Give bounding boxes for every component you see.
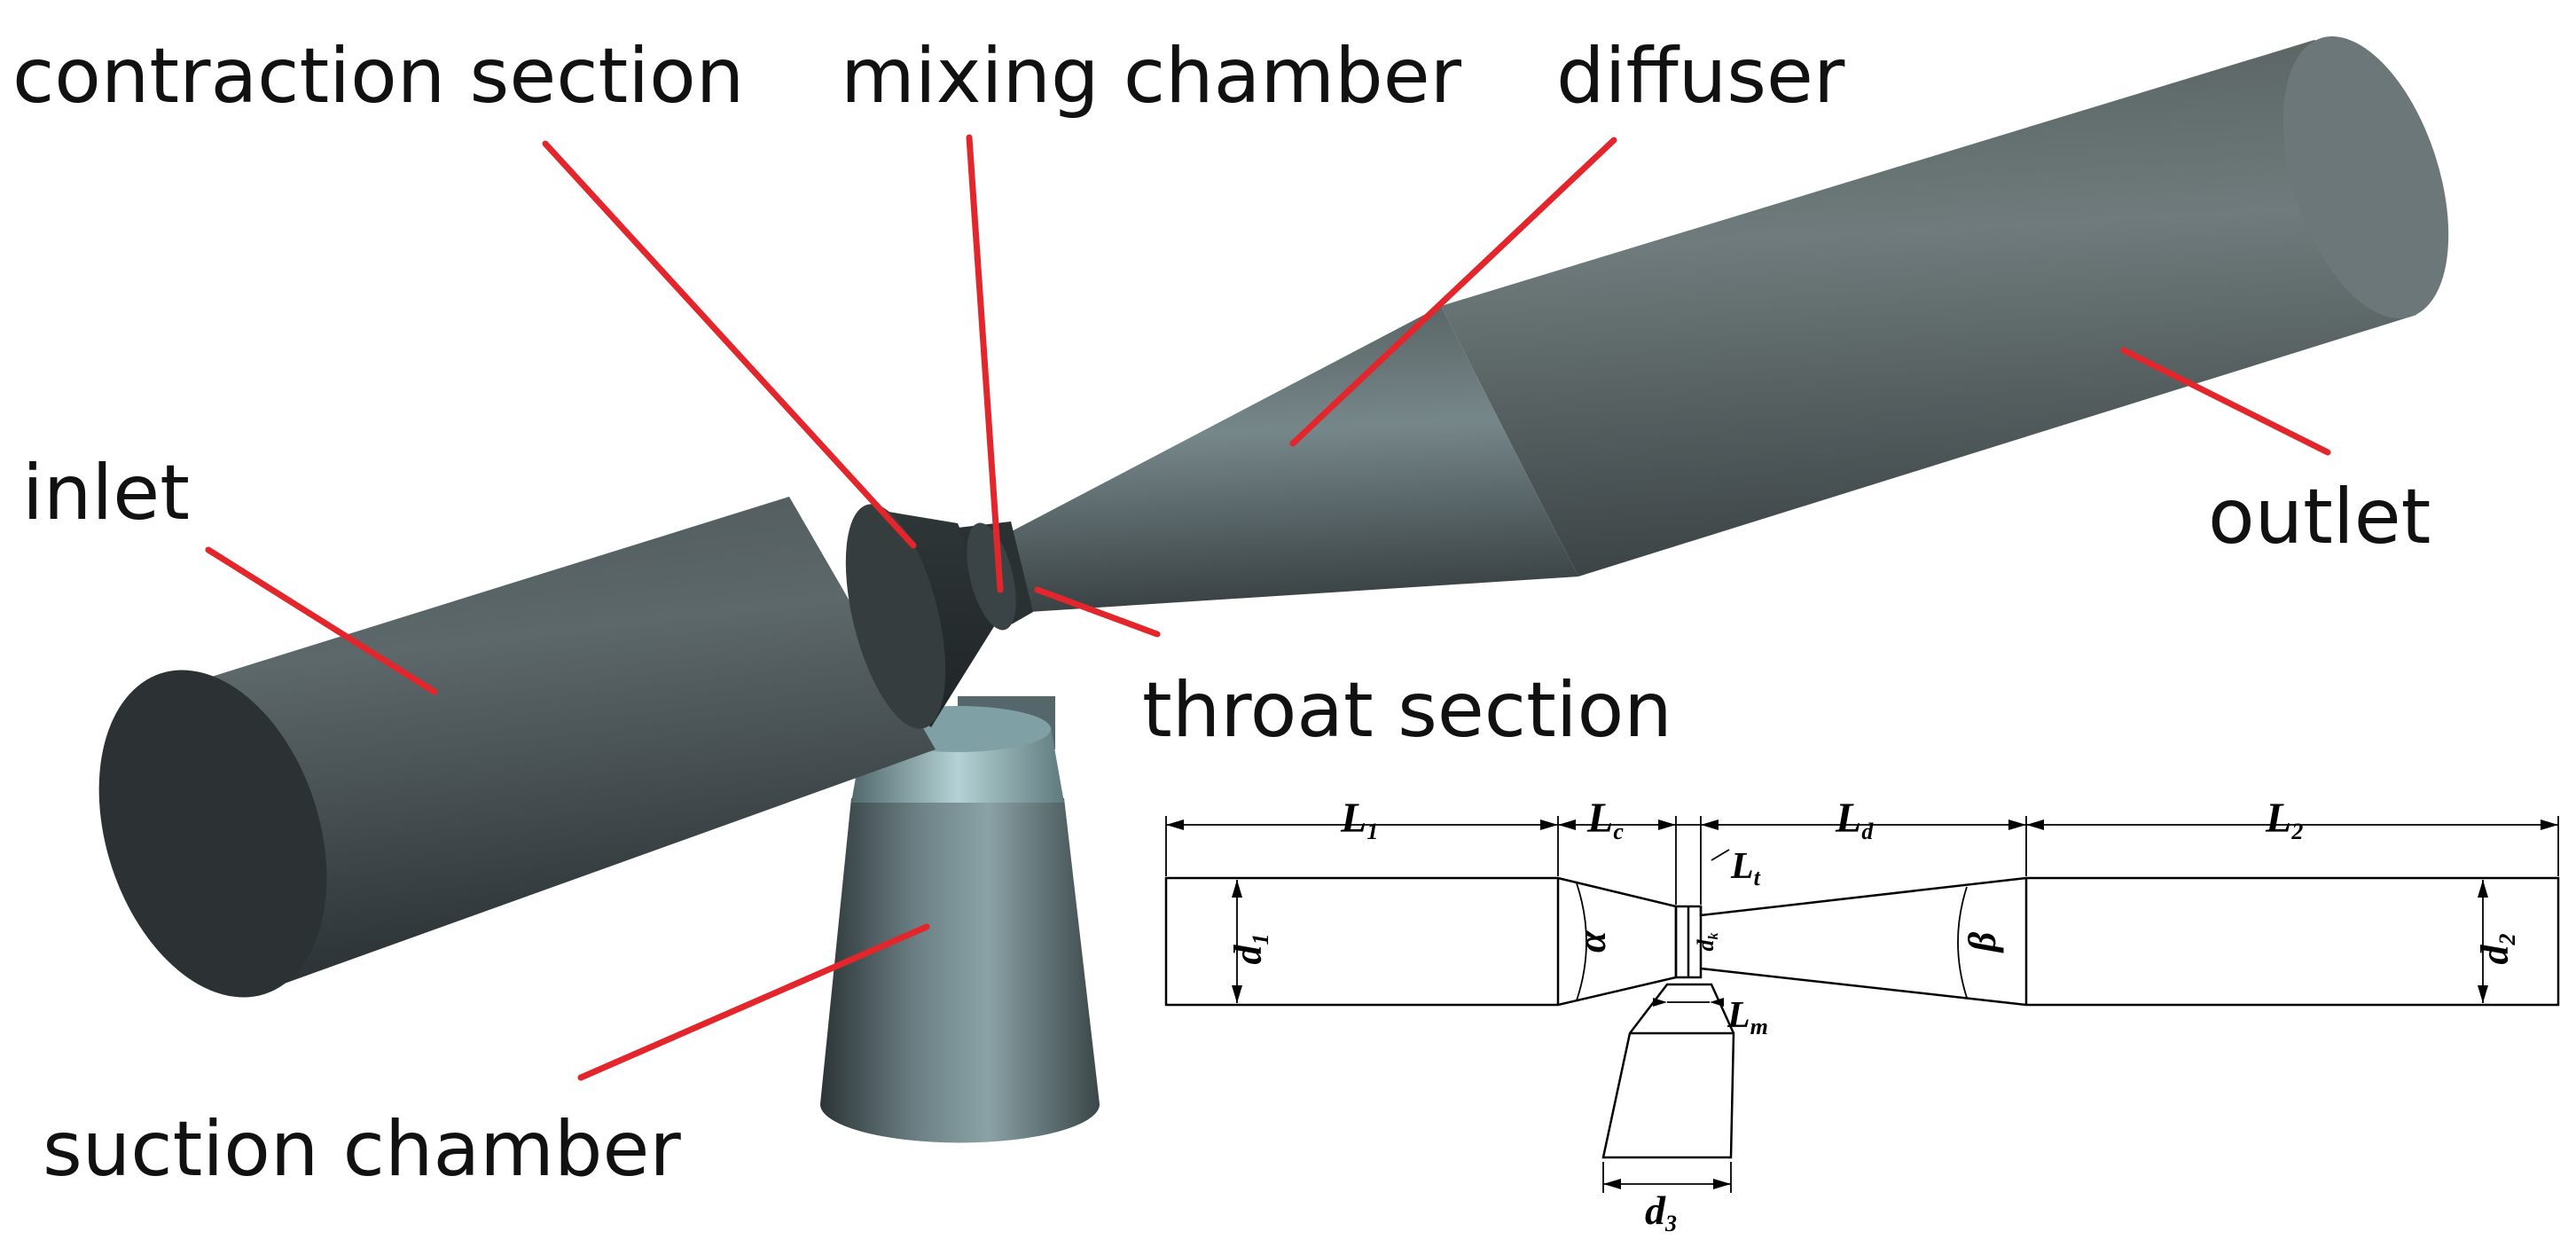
dim-d1-sub: 1 [1248, 934, 1273, 945]
dim-beta: β [1961, 931, 2004, 953]
dim-Lm: Lm [1726, 995, 1768, 1039]
outlet-pipe [1441, 36, 2449, 576]
dim-Lm-sub: m [1750, 1014, 1768, 1039]
leader-throat [1034, 586, 1161, 638]
label-mixing-chamber: mixing chamber [841, 32, 1462, 121]
leader-mixing [966, 134, 1004, 593]
schematic-suction [1601, 983, 1735, 1159]
dim-L2: L2 [2265, 795, 2303, 844]
dim-dk-base: d [1693, 939, 1719, 952]
label-throat-section: throat section [1142, 666, 1672, 755]
dim-Lc-base: L [1586, 795, 1613, 842]
arrow [1710, 998, 1724, 1007]
arrow [1540, 819, 1558, 830]
dim-L1-base: L [1340, 795, 1366, 842]
leader-inlet [205, 546, 438, 695]
dim-Lm-base: L [1726, 995, 1750, 1036]
label-contraction-section: contraction section [12, 32, 744, 121]
dim-L1-sub: 1 [1366, 819, 1378, 844]
dim-d1: d1 [1226, 934, 1273, 965]
arrow [1713, 1179, 1731, 1189]
leader-lines [205, 134, 2331, 1081]
throat-mixing [958, 521, 1033, 631]
arrow [2478, 880, 2488, 898]
dim-alpha: α [1570, 930, 1614, 953]
diffuser-cone [993, 306, 1578, 612]
dimension-labels: L1 Lc Ld L2 Lt Lm d1 d2 dk [1226, 795, 2520, 1236]
dimension-lines [1165, 816, 2559, 1193]
dim-L2-base: L [2265, 795, 2291, 842]
leader-outlet [2120, 347, 2331, 456]
leader-suction [577, 923, 930, 1081]
arrow [1232, 880, 1242, 898]
arrow [2008, 819, 2026, 830]
dim-arc-beta [1957, 886, 1968, 999]
leader-contraction [542, 140, 917, 549]
arrow [2026, 819, 2044, 830]
leader-diffuser [1289, 137, 1617, 447]
label-suction-chamber: suction chamber [43, 1105, 681, 1194]
schematic-diffuser-outline [1699, 876, 2560, 1007]
label-diffuser: diffuser [1556, 32, 1845, 121]
dim-d3-sub: 3 [1664, 1211, 1677, 1236]
arrow [1558, 819, 1576, 830]
label-outlet: outlet [2208, 473, 2431, 561]
dim-line-lt [1711, 849, 1730, 861]
dim-dk: dk [1693, 933, 1721, 952]
inlet-pipe [98, 497, 936, 998]
dim-arc-alpha [1576, 882, 1587, 1001]
dim-Lt: Lt [1730, 846, 1761, 890]
dim-d3: d3 [1645, 1188, 1677, 1236]
arrow [1653, 998, 1667, 1007]
label-inlet: inlet [22, 449, 190, 537]
dim-d1-base: d [1226, 945, 1270, 965]
dim-Ld-sub: d [1861, 819, 1874, 844]
dim-Lc-sub: c [1613, 819, 1624, 844]
dim-L1: L1 [1340, 795, 1378, 844]
dim-Lt-sub: t [1754, 865, 1761, 890]
dim-Ld-base: L [1835, 795, 1861, 842]
arrow [2478, 985, 2488, 1003]
dim-d2: d2 [2473, 934, 2520, 965]
arrow [1701, 819, 1719, 830]
dim-d3-base: d [1645, 1188, 1666, 1233]
arrow [1603, 1179, 1621, 1189]
ejector-3d-model: contraction section mixing chamber diffu… [12, 32, 2449, 1194]
dim-Ld: Ld [1835, 795, 1874, 844]
dimension-arrows [1166, 819, 2558, 1189]
arrow [1232, 985, 1242, 1003]
dim-Lc: Lc [1586, 795, 1624, 844]
dim-L2-sub: 2 [2290, 819, 2303, 844]
arrow [1658, 819, 1676, 830]
dim-d2-sub: 2 [2494, 934, 2520, 946]
dim-dk-sub: k [1706, 933, 1721, 940]
arrow [2541, 819, 2558, 830]
dim-d2-base: d [2473, 945, 2517, 965]
ejector-schematic [1164, 816, 2560, 1193]
arrow [1166, 819, 1184, 830]
dim-Lt-base: L [1730, 846, 1754, 887]
